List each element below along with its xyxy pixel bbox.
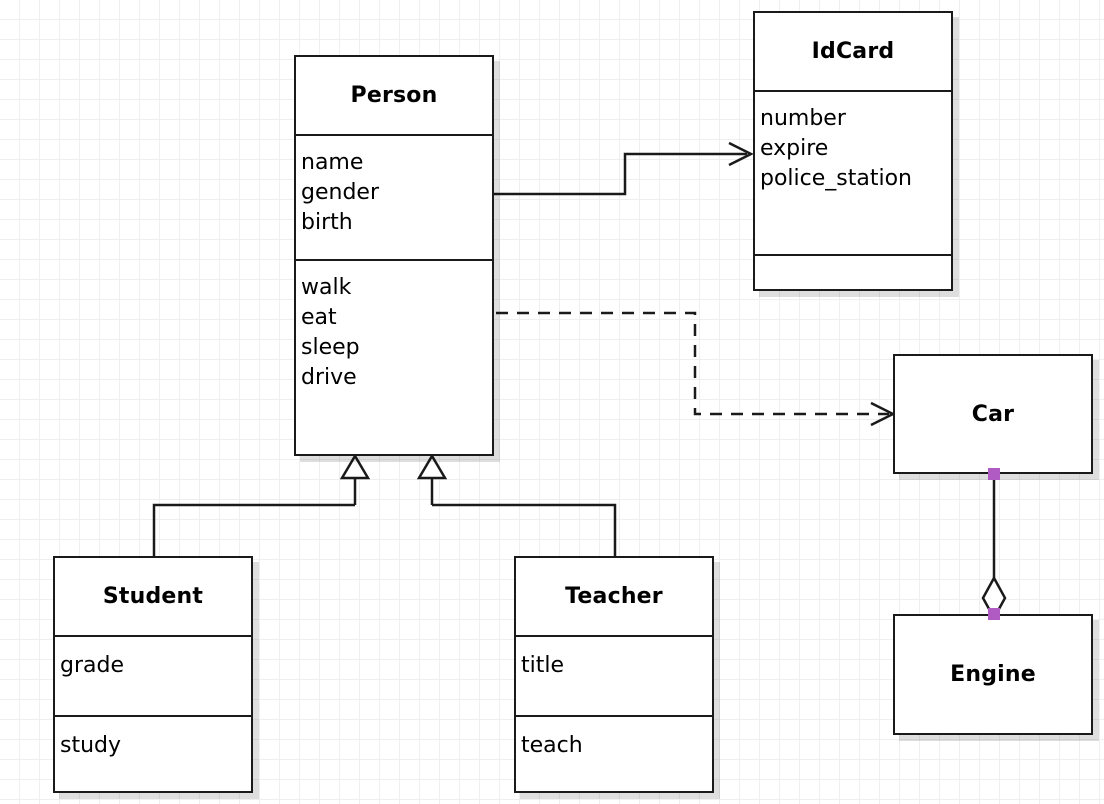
attribute-item: expire: [760, 136, 829, 161]
attribute-item: police_station: [760, 166, 912, 191]
aggregation-car-engine[interactable]: [981, 474, 1007, 621]
class-methods-student: study: [55, 715, 251, 795]
attribute-item: grade: [60, 653, 124, 678]
method-item: walk: [301, 275, 352, 300]
dependency-person-car[interactable]: [496, 311, 896, 427]
attribute-item: gender: [301, 180, 379, 205]
class-title-engine: Engine: [950, 662, 1036, 687]
class-methods-teacher: teach: [516, 715, 712, 795]
class-box-car[interactable]: Car: [893, 354, 1093, 474]
attribute-item: name: [301, 150, 364, 175]
generalization-student-person[interactable]: [152, 453, 371, 556]
class-title-car: Car: [971, 401, 1015, 427]
class-title-person: Person: [350, 83, 438, 108]
method-item: teach: [521, 733, 583, 758]
method-item: sleep: [301, 335, 360, 360]
attribute-item: number: [760, 106, 846, 131]
class-box-idcard[interactable]: IdCard number expire police_station: [753, 11, 953, 291]
class-methods-person: walk eat sleep drive: [296, 259, 492, 454]
class-attributes-person: name gender birth: [296, 134, 492, 259]
class-attributes-teacher: title: [516, 635, 712, 715]
class-box-person[interactable]: Person name gender birth walk eat sleep …: [294, 55, 494, 456]
class-title-idcard: IdCard: [811, 39, 895, 64]
edge-handle-car-end[interactable]: [988, 468, 1000, 480]
edge-handle-engine-end[interactable]: [988, 608, 1000, 620]
class-box-engine[interactable]: Engine: [893, 614, 1093, 735]
method-item: eat: [301, 305, 337, 330]
class-title-teacher: Teacher: [565, 584, 663, 609]
class-box-student[interactable]: Student grade study: [53, 556, 253, 793]
association-person-idcard[interactable]: [494, 141, 754, 196]
class-box-teacher[interactable]: Teacher title teach: [514, 556, 714, 793]
method-item: drive: [301, 365, 357, 390]
class-attributes-idcard: number expire police_station: [755, 90, 951, 254]
class-title-student: Student: [102, 584, 204, 609]
class-methods-idcard: [755, 254, 951, 293]
generalization-teacher-person[interactable]: [416, 453, 617, 556]
attribute-item: birth: [301, 210, 353, 235]
method-item: study: [60, 733, 122, 758]
class-attributes-student: grade: [55, 635, 251, 715]
attribute-item: title: [521, 653, 565, 678]
